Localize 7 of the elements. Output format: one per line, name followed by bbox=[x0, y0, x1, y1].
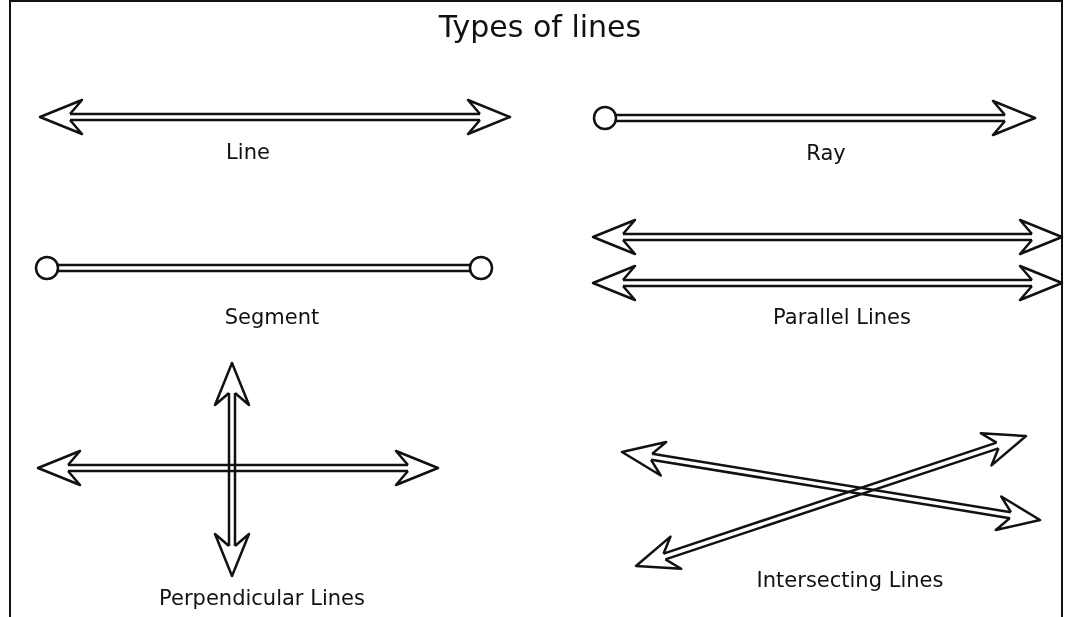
line-type-label: Line bbox=[226, 142, 270, 163]
line-type-label: Perpendicular Lines bbox=[159, 588, 365, 609]
line-type-label: Segment bbox=[224, 307, 320, 328]
line-type-label: Parallel Lines bbox=[773, 307, 911, 328]
line-type-label: Ray bbox=[806, 143, 846, 164]
title: Types of lines bbox=[438, 12, 642, 42]
line-type-label: Intersecting Lines bbox=[756, 570, 944, 591]
